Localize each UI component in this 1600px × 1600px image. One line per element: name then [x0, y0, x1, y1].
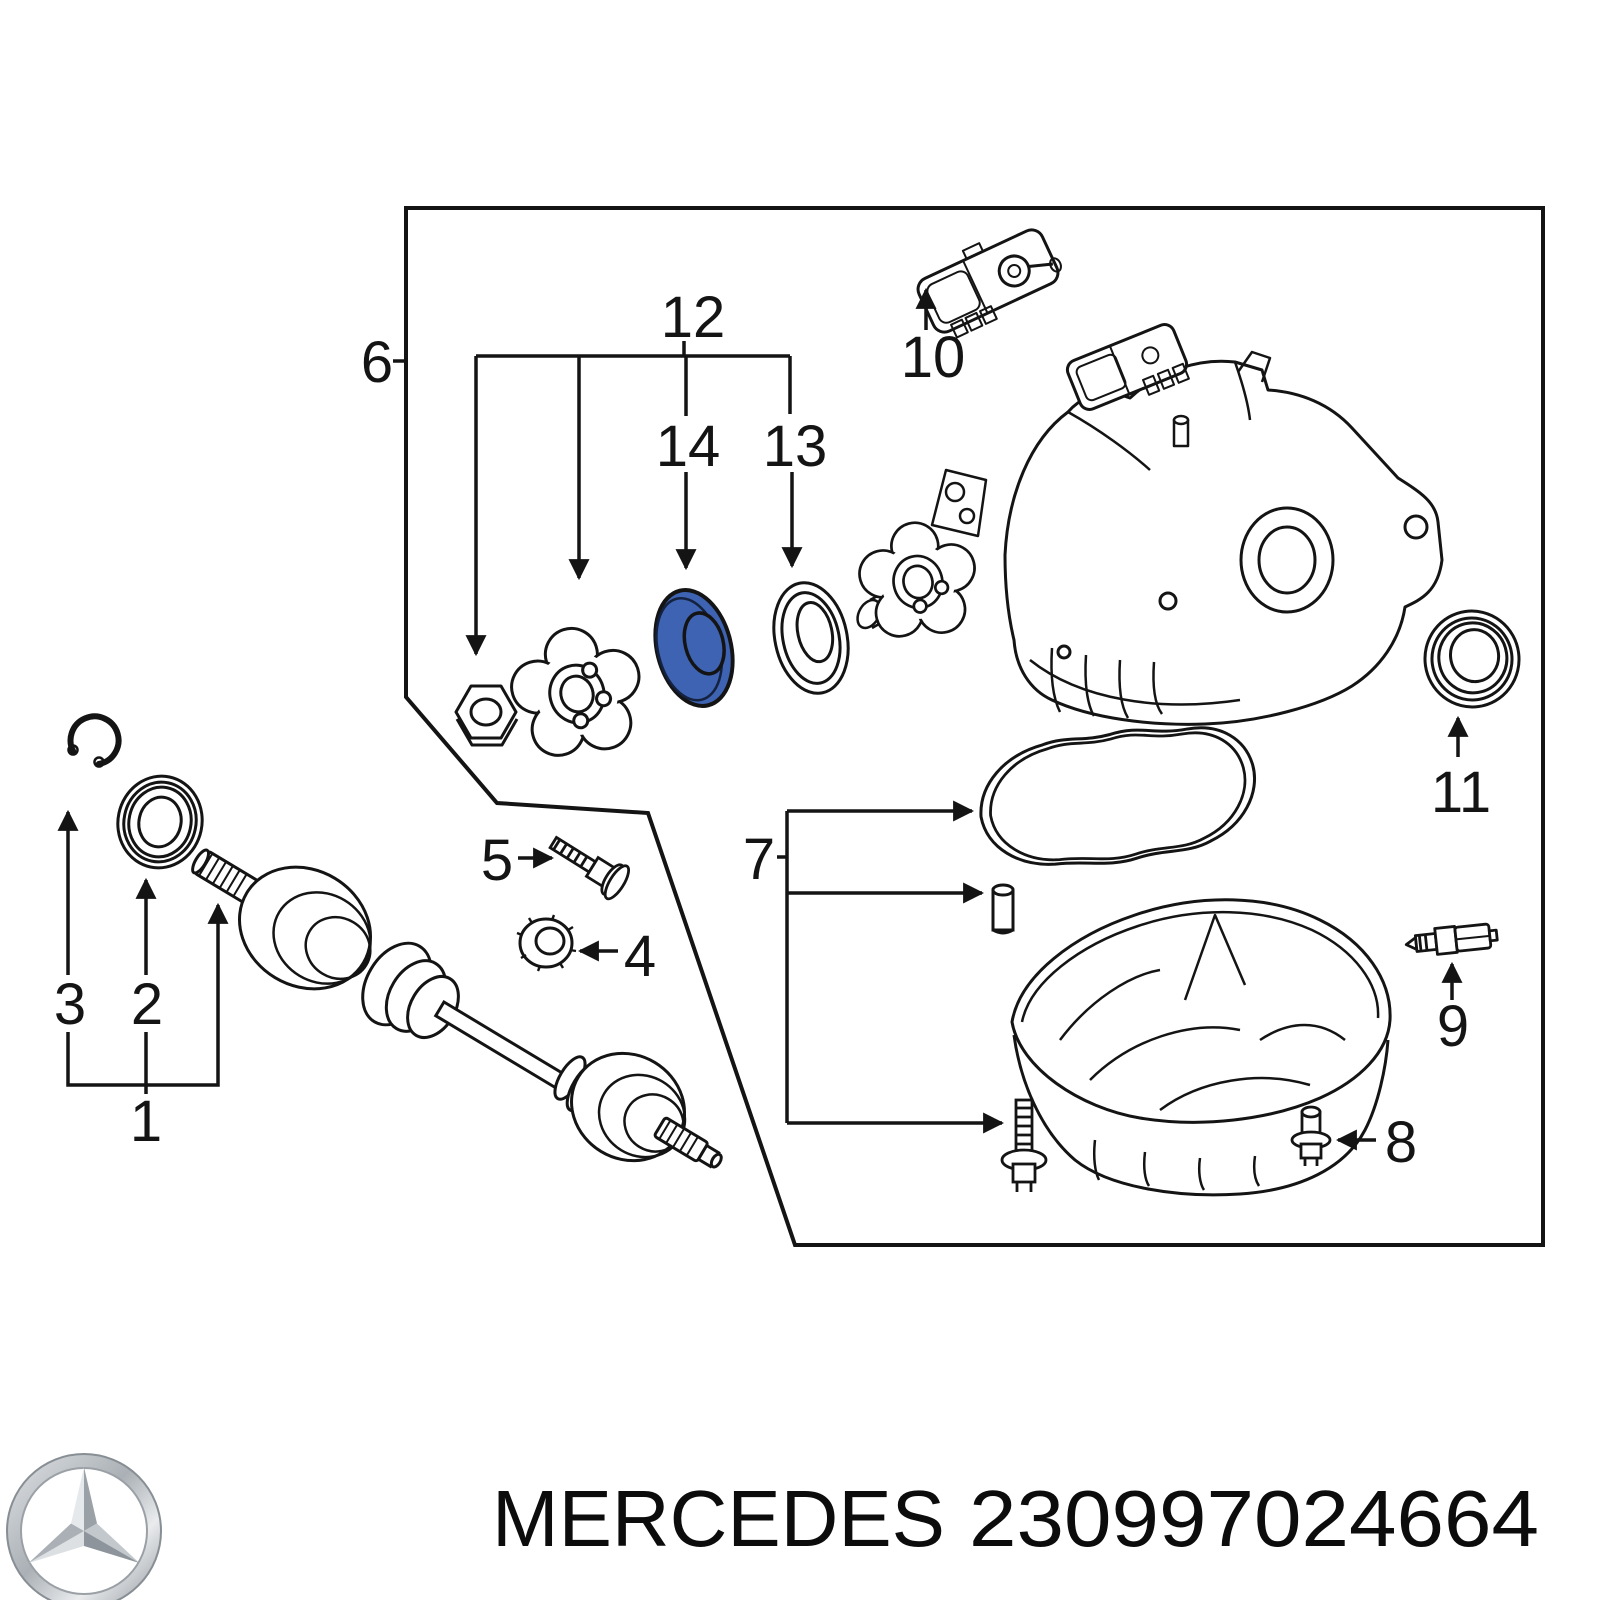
callout-12: 12 [661, 285, 726, 350]
callout-10: 10 [901, 325, 966, 390]
callout-1: 1 [130, 1089, 162, 1154]
axle-nut-drawing [454, 684, 519, 747]
callout-9: 9 [1437, 994, 1469, 1059]
mercedes-star-icon [6, 1453, 162, 1600]
callout-6: 6 [361, 330, 393, 395]
axle-seal-2-drawing [116, 774, 204, 870]
leader-lines [57, 287, 1469, 1151]
locknut-4-drawing [516, 914, 577, 972]
brand-text: MERCEDES [492, 1474, 945, 1563]
seal-13-drawing [772, 581, 850, 695]
callout-5: 5 [481, 828, 513, 893]
callout-2: 2 [131, 972, 163, 1037]
highlighted-seal-bore [682, 611, 726, 676]
temp-sensor-9-drawing [1404, 922, 1499, 956]
cover-pan-drawing [1010, 898, 1392, 1197]
drain-plug-8-drawing [1290, 1105, 1332, 1166]
cover-bolt-drawing [1000, 1098, 1048, 1192]
bolt-5-drawing [548, 835, 630, 901]
callout-11: 11 [1431, 760, 1491, 825]
callout-14: 14 [656, 414, 721, 479]
highlighted-seal-drawing [653, 588, 735, 708]
footer: MERCEDES 230997024664 [6, 1453, 1539, 1600]
axle-shaft-drawing [191, 848, 723, 1169]
actuator-module-drawing [916, 228, 1062, 339]
callout-4: 4 [624, 924, 656, 989]
pinion-seal-11-drawing [1423, 609, 1521, 709]
callout-7: 7 [743, 827, 775, 892]
part-number-text: 230997024664 [969, 1474, 1539, 1563]
callout-13: 13 [763, 414, 828, 479]
cover-gasket-drawing [979, 720, 1257, 875]
callout-8: 8 [1385, 1110, 1417, 1175]
differential-housing-drawing [856, 323, 1444, 726]
snap-ring-drawing [67, 713, 122, 768]
diagram-border [404, 206, 1545, 1247]
callout-3: 3 [54, 972, 86, 1037]
dowel-pin-drawing [991, 883, 1015, 935]
drive-flange-drawing [510, 626, 641, 757]
